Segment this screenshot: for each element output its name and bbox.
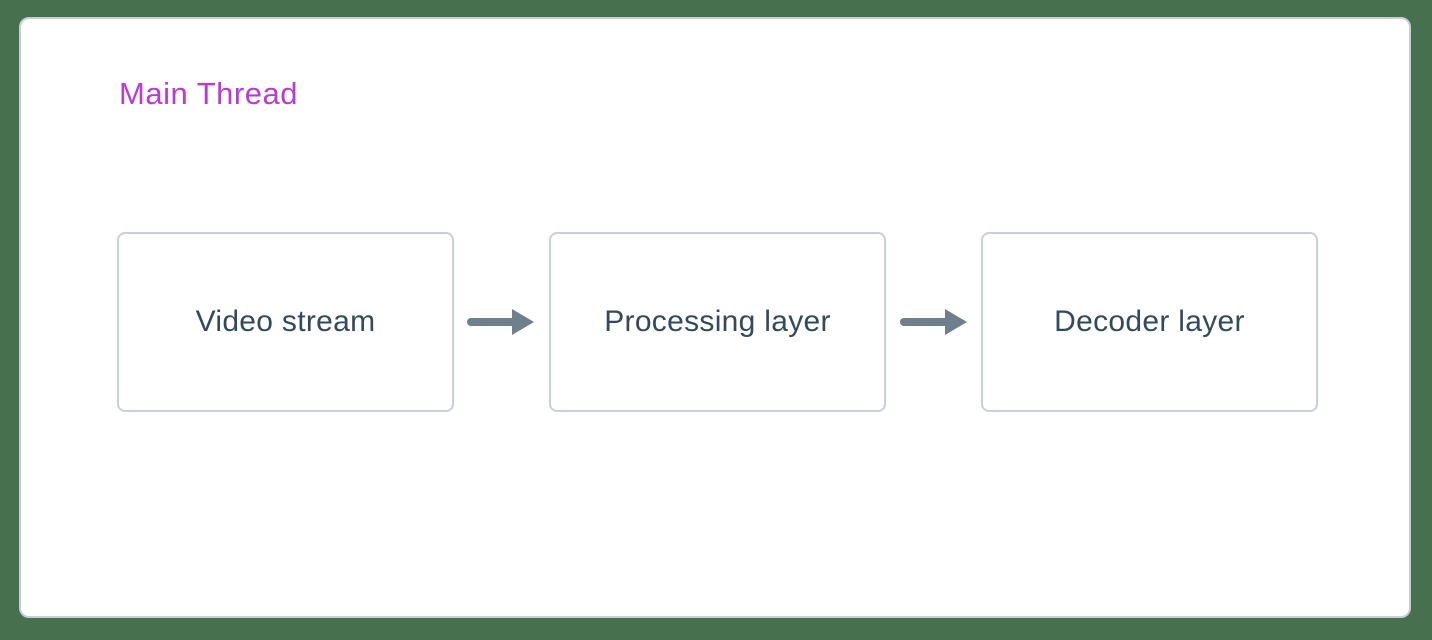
arrow-right-icon: [899, 308, 969, 336]
node-processing-layer: Processing layer: [549, 232, 886, 412]
main-thread-panel: Main Thread Video stream Processing laye…: [19, 17, 1411, 618]
node-label: Decoder layer: [1054, 305, 1245, 338]
thread-title: Main Thread: [119, 76, 298, 111]
node-label: Processing layer: [604, 305, 831, 338]
node-decoder-layer: Decoder layer: [981, 232, 1318, 412]
node-video-stream: Video stream: [117, 232, 454, 412]
node-label: Video stream: [195, 305, 376, 338]
arrow-right-icon: [466, 308, 536, 336]
